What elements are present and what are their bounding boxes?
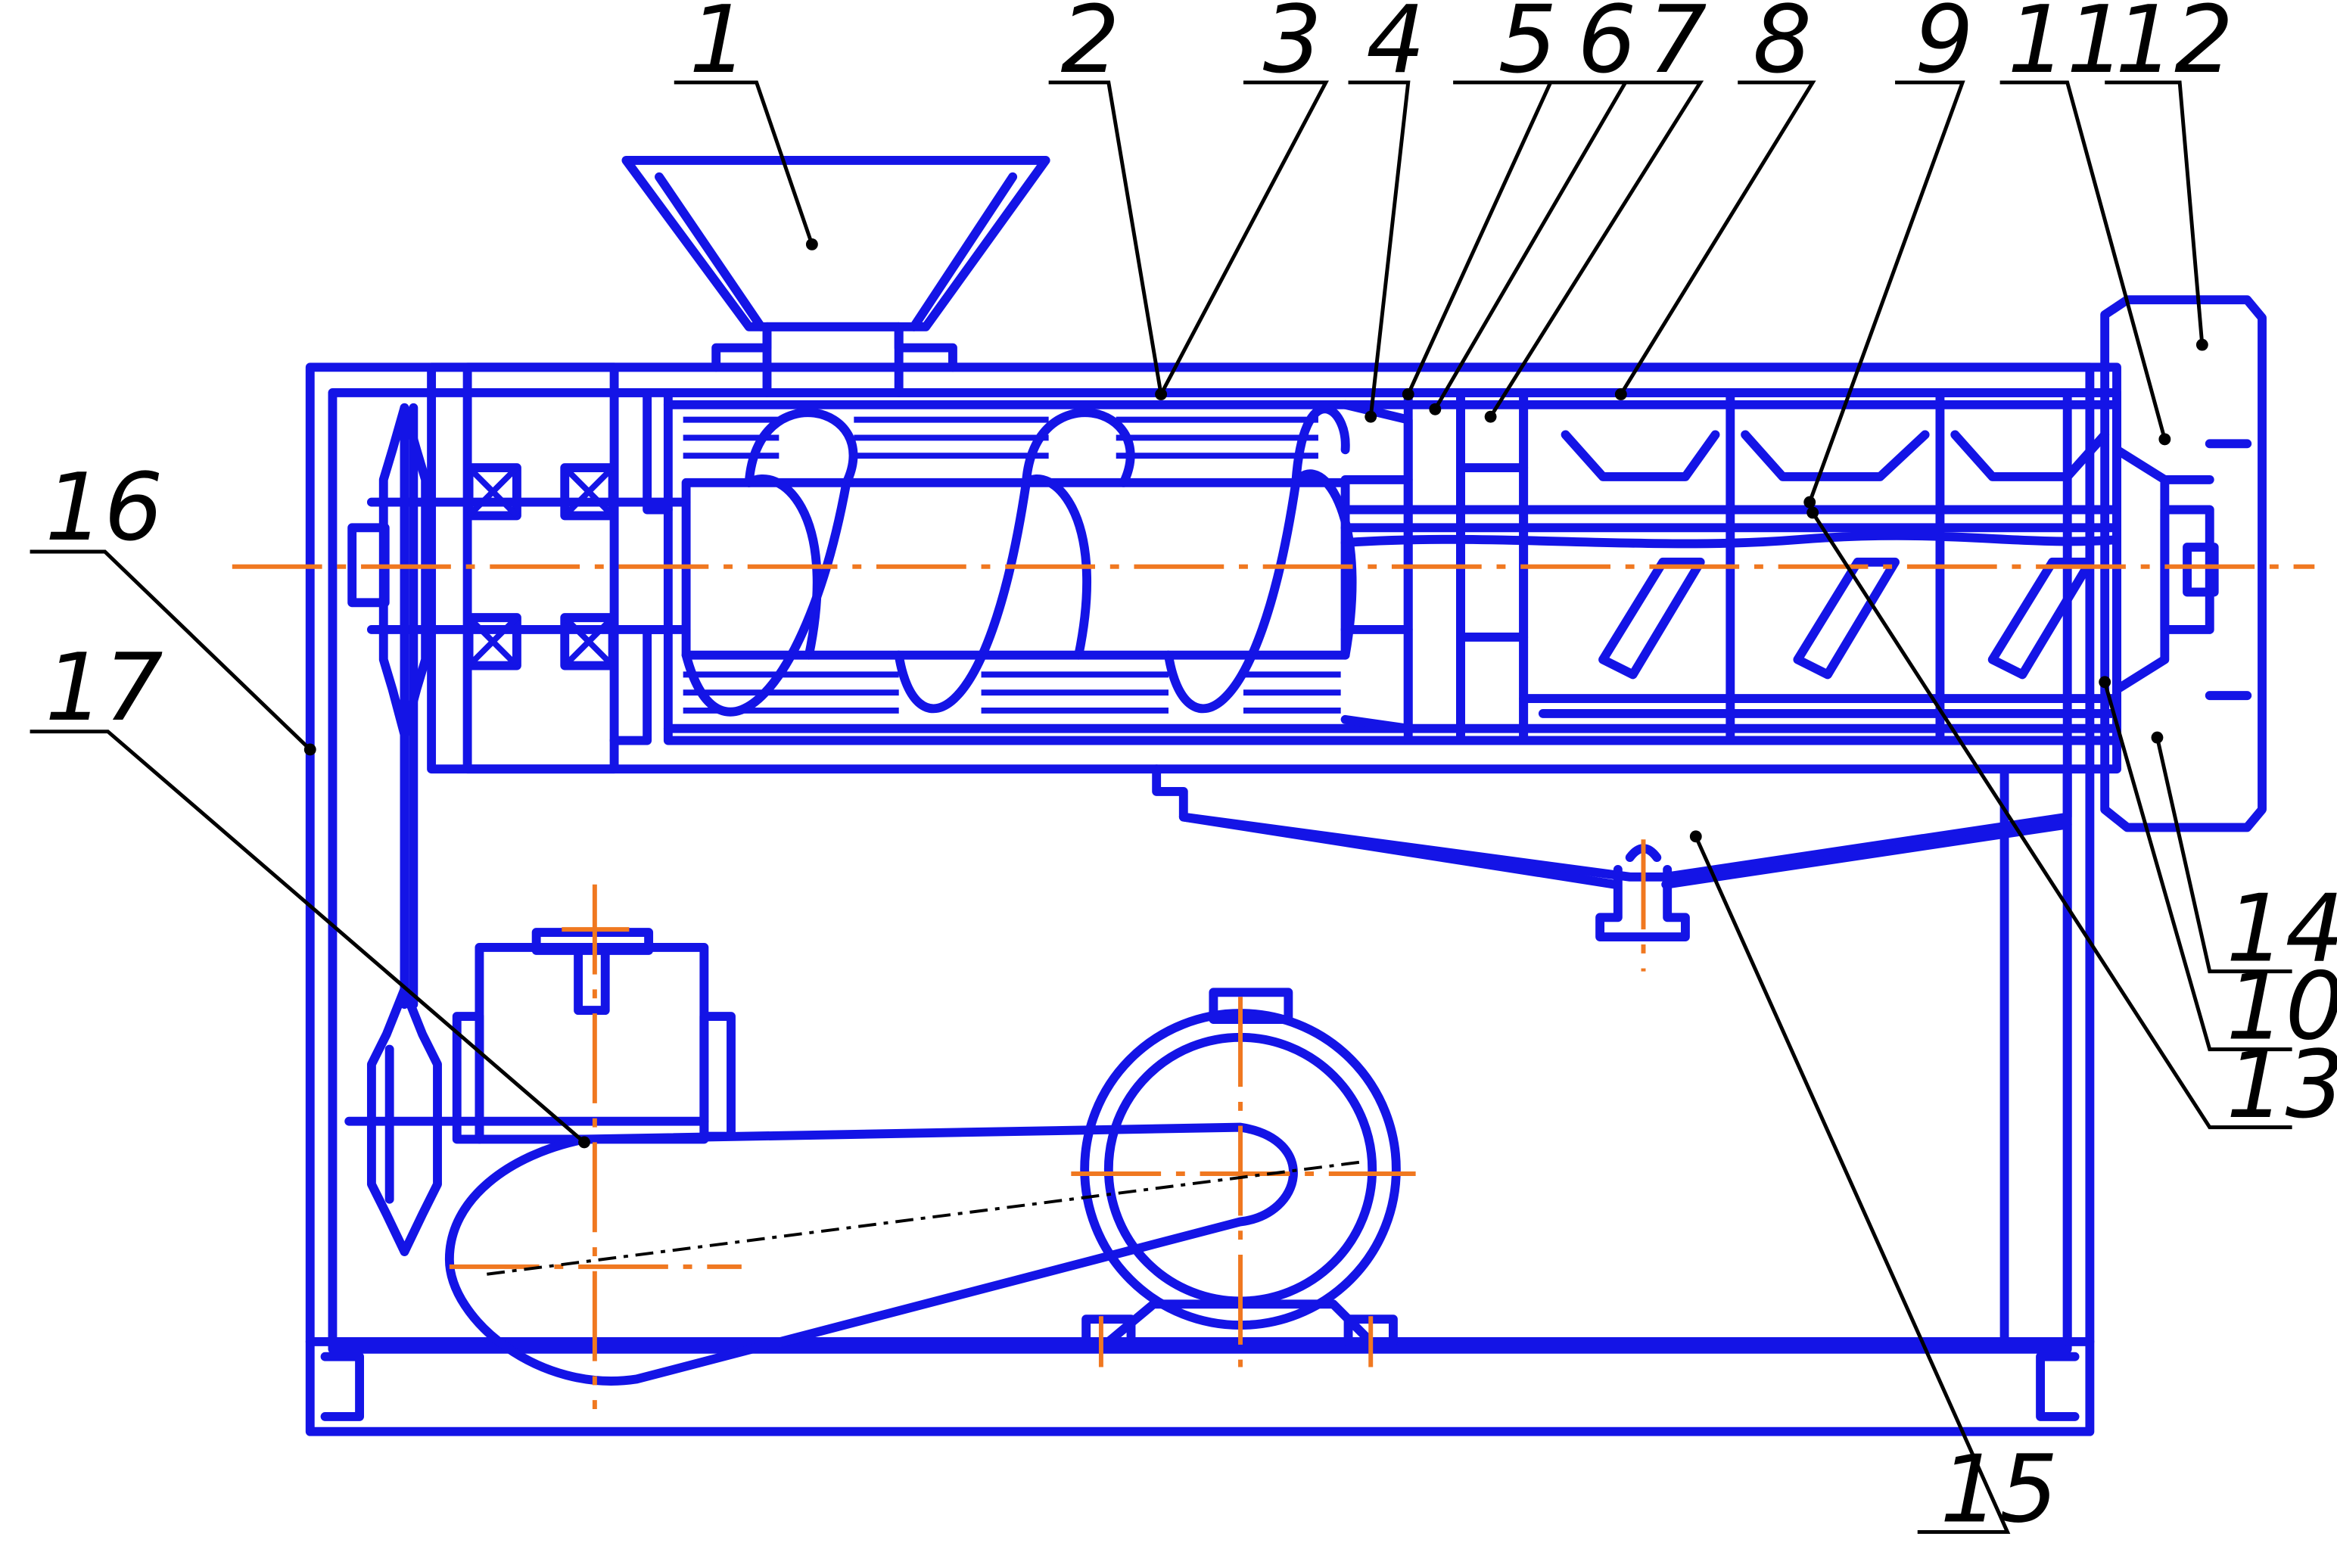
lower-pulley [344, 985, 709, 1256]
belt [444, 1122, 1298, 1386]
leader-lines [30, 80, 2292, 1534]
callout-8: 8 [1753, 0, 1812, 94]
callout-numbers: 1 2 3 4 5 6 7 8 9 10 11 12 13 14 15 16 1… [45, 0, 2337, 1544]
feed-screw [681, 404, 1357, 717]
callout-11: 11 [2008, 0, 2126, 94]
callout-1: 1 [689, 0, 748, 94]
hopper [621, 156, 1050, 397]
callout-3: 3 [1263, 0, 1322, 94]
callout-2: 2 [1060, 0, 1119, 94]
callout-4: 4 [1366, 0, 1425, 94]
callout-6: 6 [1577, 0, 1636, 94]
head-nut [2100, 295, 2267, 832]
callout-9: 9 [1915, 0, 1974, 94]
callout-7: 7 [1648, 0, 1707, 94]
callout-17: 17 [45, 633, 163, 742]
center-lines [232, 564, 2315, 1410]
callout-16: 16 [45, 453, 163, 562]
press-section [1340, 388, 2170, 745]
callout-5: 5 [1498, 0, 1557, 94]
gearbox [452, 928, 736, 1144]
callout-15: 15 [1940, 1436, 2058, 1544]
callout-14: 14 [2227, 875, 2337, 983]
oil-pan [1152, 764, 2072, 941]
upper-pulley [378, 403, 431, 1010]
callout-10: 10 [2227, 953, 2337, 1061]
callout-12: 12 [2115, 0, 2233, 94]
callout-13: 13 [2227, 1031, 2337, 1139]
